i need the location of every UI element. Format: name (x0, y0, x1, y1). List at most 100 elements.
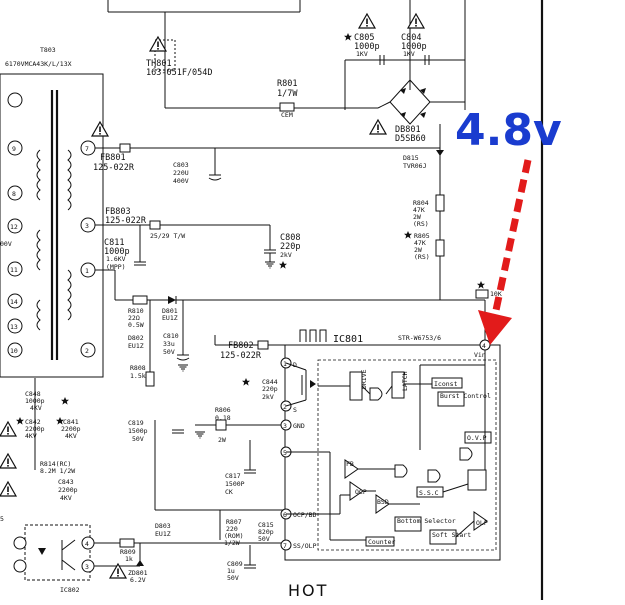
svg-text:D: D (293, 361, 297, 369)
ferrite-bead-fb803: FB803 125-022R (105, 207, 161, 230)
star-icon (16, 417, 24, 425)
svg-text:2W: 2W (414, 246, 422, 254)
star-icon (404, 231, 412, 239)
svg-text:Soft Start: Soft Start (432, 531, 471, 539)
svg-text:C815: C815 (258, 521, 274, 529)
capacitor-c841: C841 2200p 4KV (56, 417, 81, 440)
svg-text:D803: D803 (155, 522, 171, 530)
svg-text:D802: D802 (128, 334, 144, 342)
svg-text:C844: C844 (262, 378, 278, 386)
svg-text:3: 3 (85, 563, 89, 571)
svg-text:Vin: Vin (474, 351, 486, 359)
svg-text:1000p: 1000p (354, 42, 380, 52)
svg-text:R804: R804 (413, 199, 429, 207)
svg-text:EU1Z: EU1Z (155, 530, 171, 538)
svg-text:1k: 1k (125, 555, 133, 563)
svg-text:CEM: CEM (281, 111, 293, 119)
svg-text:FB801: FB801 (100, 153, 126, 163)
capacitor-c842: C842 2200p 4KV (16, 417, 45, 440)
svg-text:1000p: 1000p (104, 247, 130, 257)
svg-text:47K: 47K (413, 206, 425, 214)
svg-text:50V: 50V (258, 535, 270, 543)
svg-text:(RS): (RS) (414, 253, 430, 261)
capacitor-c811: C811 1000p 1.6KV (MPP) (104, 238, 146, 271)
capacitor-c815: C815 820p 50V (258, 521, 274, 543)
svg-text:9: 9 (12, 145, 16, 153)
capacitor-c843: C843 2200p 4KV (58, 478, 78, 502)
svg-text:EU1Z: EU1Z (128, 342, 144, 350)
svg-text:FB: FB (346, 460, 354, 468)
svg-text:GND: GND (293, 422, 305, 430)
diode-d802: D802 EU1Z (128, 300, 151, 380)
svg-text:1u: 1u (227, 567, 235, 575)
svg-text:OLP: OLP (476, 519, 488, 527)
svg-text:22Ω: 22Ω (128, 314, 140, 322)
primary-wiring (95, 147, 486, 340)
svg-text:TH801: TH801 (146, 59, 172, 69)
svg-text:4: 4 (85, 540, 89, 548)
svg-text:S: S (293, 406, 297, 414)
svg-text:400V: 400V (173, 177, 189, 185)
svg-text:1500p: 1500p (128, 427, 148, 435)
svg-text:DB801: DB801 (395, 125, 421, 135)
svg-text:1/7W: 1/7W (277, 89, 298, 99)
voltage-annotation: 4.8v (455, 105, 562, 345)
top-wiring (107, 0, 466, 110)
svg-text:13: 13 (10, 323, 18, 331)
svg-text:R805: R805 (414, 232, 430, 240)
resistor-r810: R810 22Ω 0.5W (128, 295, 148, 329)
svg-text:12: 12 (10, 223, 18, 231)
svg-text:1000p: 1000p (401, 42, 427, 52)
svg-text:50V: 50V (132, 435, 144, 443)
svg-text:7: 7 (85, 145, 89, 153)
svg-text:4KV: 4KV (60, 494, 72, 502)
svg-text:1/2W: 1/2W (224, 539, 240, 547)
svg-text:4.8v: 4.8v (455, 105, 562, 156)
svg-text:8: 8 (12, 190, 16, 198)
resistor-r805: R805 47K 2W (RS) (404, 231, 445, 261)
svg-text:C805: C805 (354, 33, 374, 43)
svg-text:CK: CK (225, 488, 233, 496)
svg-text:2200p: 2200p (61, 425, 81, 433)
warning-triangle-icon (0, 453, 17, 469)
svg-text:FB803: FB803 (105, 207, 131, 217)
bridge-rectifier-db801: DB801 D5SB60 (369, 79, 465, 144)
resistor-r804: R804 47K 2W (RS) (413, 194, 445, 228)
edge-number-label: 5 (0, 515, 4, 523)
ferrite-bead-fb802: FB802 125-022R (214, 335, 285, 361)
warning-triangle-icon (369, 119, 387, 135)
svg-text:10: 10 (10, 347, 18, 355)
capacitor-c817: C817 1500P CK (225, 440, 256, 496)
capacitor-c809: C809 1u 50V (227, 545, 256, 582)
svg-text:Bottom Selector: Bottom Selector (397, 517, 456, 525)
svg-text:C843: C843 (58, 478, 74, 486)
svg-text:6: 6 (283, 511, 287, 519)
capacitor-c810: C810 33u 50V (163, 300, 190, 372)
svg-text:Counter: Counter (368, 538, 395, 546)
svg-text:R807: R807 (226, 518, 242, 526)
svg-text:IC802: IC802 (60, 586, 80, 594)
svg-text:OCP: OCP (355, 488, 367, 496)
svg-text:SS/OLP: SS/OLP (293, 542, 317, 550)
capacitor-c804: C804 1000p 1KV (401, 13, 430, 65)
svg-text:5: 5 (283, 449, 287, 457)
svg-text:4KV: 4KV (25, 432, 37, 440)
resistor-r801: R801 1/7W CEM (277, 79, 298, 119)
svg-text:10K: 10K (490, 290, 502, 298)
svg-text:Iconst: Iconst (434, 380, 458, 388)
svg-text:125-022R: 125-022R (105, 216, 147, 226)
svg-text:2200p: 2200p (25, 425, 45, 433)
svg-text:47K: 47K (414, 239, 426, 247)
capacitor-c844: C844 220p 2kV (242, 378, 278, 401)
svg-text:C809: C809 (227, 560, 243, 568)
svg-text:C848: C848 (25, 390, 41, 398)
svg-text:00V: 00V (0, 240, 12, 248)
transformer-t803: T803 6170VMCA43K/L/13X 9 8 12 11 14 13 1… (0, 46, 109, 378)
svg-text:220p: 220p (280, 242, 300, 252)
svg-text:C808: C808 (280, 233, 300, 243)
svg-text:2: 2 (283, 403, 287, 411)
star-icon (477, 281, 485, 289)
svg-text:IC801: IC801 (333, 334, 363, 345)
varistor-d815: D815 TVR06J (403, 124, 444, 300)
svg-text:EU1Z: EU1Z (162, 314, 178, 322)
